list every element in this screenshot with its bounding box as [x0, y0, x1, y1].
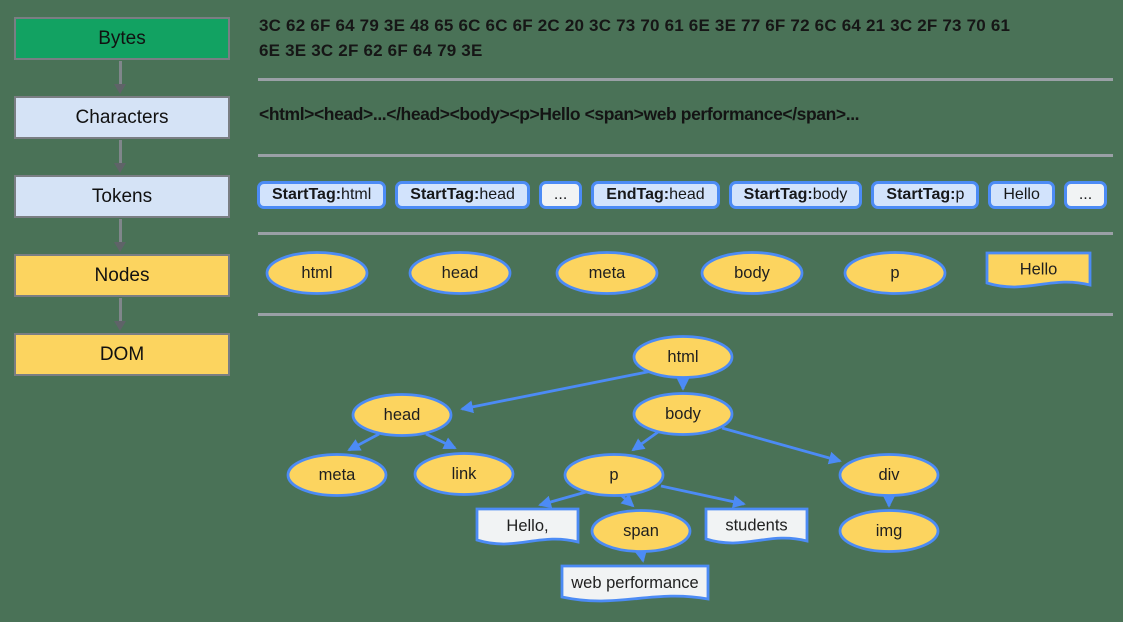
token-box-0: StartTag: html	[257, 181, 387, 209]
stage-box-nodes: Nodes	[14, 254, 230, 297]
nodes-row-flag-label: Hello	[1020, 261, 1058, 279]
dom-edge-p-to-hello-text	[538, 490, 587, 509]
token-box-7: ...	[1063, 181, 1108, 209]
dom-node-label-p: p	[609, 466, 618, 484]
nodes-row-label-meta: meta	[589, 264, 627, 282]
token-value: head	[479, 186, 515, 203]
nodes-row-label-head: head	[442, 264, 479, 282]
dom-edge-p-to-span	[620, 493, 635, 508]
stage-arrow-bytes-down	[114, 61, 126, 94]
row-divider-nodes	[258, 313, 1113, 316]
nodes-row-ellipse-html	[265, 251, 369, 295]
row-divider-bytes	[258, 78, 1113, 81]
nodes-row-label-html: html	[301, 264, 332, 282]
dom-node-label-img: img	[876, 522, 903, 540]
token-box-3: EndTag: head	[591, 181, 720, 209]
dom-edge-body-to-div	[721, 426, 842, 465]
dom-edge-p-to-students-text	[660, 484, 746, 508]
dom-node-head	[351, 393, 453, 437]
nodes-row-ellipse-head	[408, 251, 512, 295]
dom-node-label-hello-text: Hello,	[506, 517, 548, 535]
dom-node-label-web-performance-text: web performance	[570, 574, 698, 592]
token-type-label: StartTag:	[410, 186, 480, 203]
dom-node-p	[563, 453, 665, 497]
dom-node-body	[632, 392, 734, 436]
dom-node-web-performance-text	[560, 564, 710, 603]
dom-node-label-link: link	[452, 465, 478, 483]
characters-markup-text: <html><head>...</head><body><p>Hello <sp…	[259, 104, 860, 124]
stage-box-characters: Characters	[14, 96, 230, 139]
token-type-label: EndTag:	[606, 186, 670, 203]
token-type-label: StartTag:	[743, 186, 813, 203]
token-value: body	[812, 186, 848, 203]
token-box-5: StartTag: p	[871, 181, 980, 209]
dom-edge-body-to-p	[631, 430, 659, 452]
bytes-hex-line-2: 6E 3E 3C 2F 62 6F 64 79 3E	[259, 41, 483, 60]
dom-node-hello-text	[475, 507, 580, 546]
dom-node-label-div: div	[878, 466, 900, 484]
nodes-row-flag-hello	[985, 251, 1092, 289]
dom-edge-head-to-meta	[347, 432, 380, 452]
token-box-1: StartTag: head	[395, 181, 530, 209]
stage-box-dom: DOM	[14, 333, 230, 376]
dom-edge-head-to-link	[425, 432, 457, 450]
token-value: html	[341, 186, 372, 203]
bytes-hex-line-1: 3C 62 6F 64 79 3E 48 65 6C 6C 6F 2C 20 3…	[259, 16, 1011, 35]
row-divider-characters	[258, 154, 1113, 157]
stage-arrow-characters-down	[114, 140, 126, 173]
token-value: ...	[553, 186, 568, 203]
stage-box-bytes: Bytes	[14, 17, 230, 60]
stage-box-tokens: Tokens	[14, 175, 230, 218]
nodes-row-ellipse-body	[700, 251, 804, 295]
token-value: Hello	[1003, 186, 1040, 203]
nodes-row-label-body: body	[734, 264, 771, 282]
token-value: head	[669, 186, 705, 203]
dom-node-label-html: html	[667, 348, 698, 366]
token-value: p	[955, 186, 965, 203]
dom-node-label-meta: meta	[319, 466, 357, 484]
dom-node-img	[838, 509, 940, 553]
dom-node-span	[590, 509, 692, 553]
token-box-2: ...	[538, 181, 583, 209]
nodes-row-ellipse-meta	[555, 251, 659, 295]
token-type-label: StartTag:	[886, 186, 956, 203]
row-divider-tokens	[258, 232, 1113, 235]
dom-edge-html-to-head	[460, 369, 653, 414]
dom-node-students-text	[704, 507, 809, 545]
stage-arrow-nodes-down	[114, 298, 126, 331]
dom-node-html	[632, 335, 734, 379]
token-type-label: StartTag:	[272, 186, 342, 203]
dom-node-label-students-text: students	[725, 517, 787, 535]
dom-node-div	[838, 453, 940, 497]
dom-node-label-body: body	[665, 405, 702, 423]
dom-node-label-span: span	[623, 522, 659, 540]
nodes-row-label-p: p	[890, 264, 899, 282]
token-value: ...	[1078, 186, 1093, 203]
dom-node-label-head: head	[384, 406, 421, 424]
dom-node-meta	[286, 453, 388, 497]
stage-arrow-tokens-down	[114, 219, 126, 252]
nodes-row-ellipse-p	[843, 251, 947, 295]
token-box-6: Hello	[988, 181, 1055, 209]
dom-node-link	[413, 452, 515, 496]
token-box-4: StartTag: body	[728, 181, 863, 209]
